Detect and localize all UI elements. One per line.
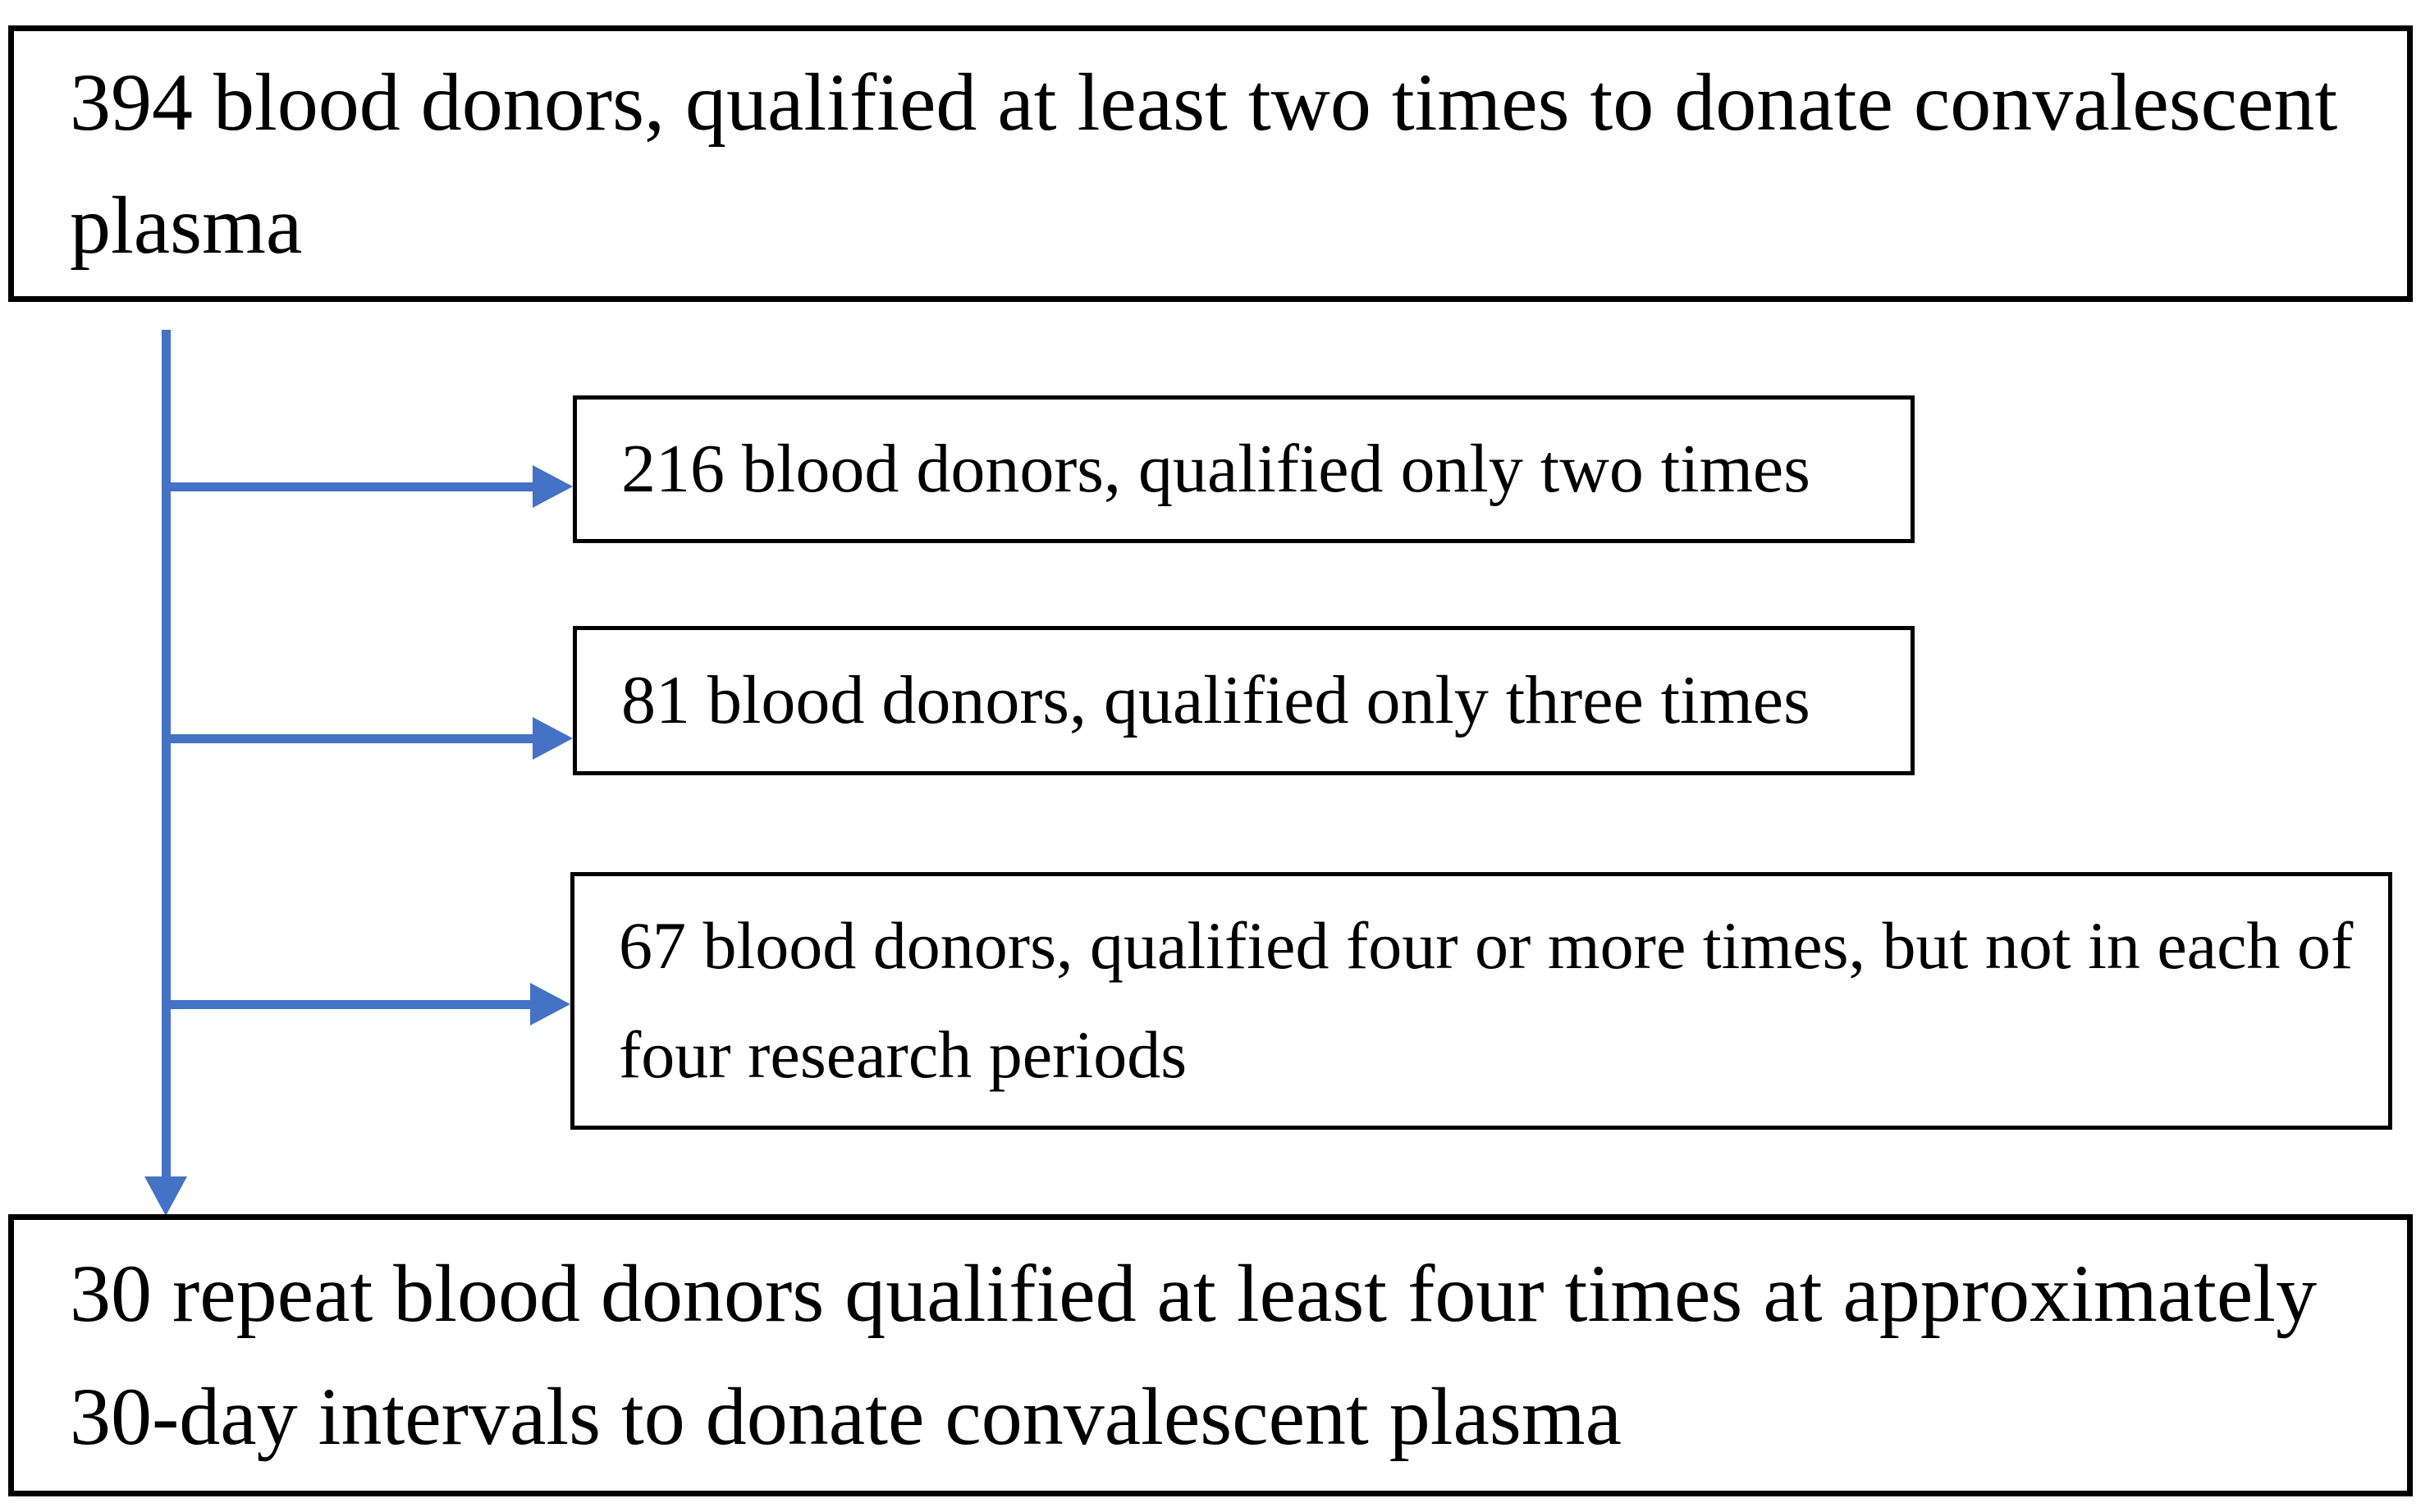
branch-box-qualified-four-or-more: 67 blood donors, qualified four or more … [570, 872, 2392, 1130]
branch-box-qualified-three-times: 81 blood donors, qualified only three ti… [573, 626, 1915, 775]
result-box: 30 repeat blood donors qualified at leas… [8, 1214, 2413, 1496]
branch-connector-line-3 [162, 1000, 530, 1009]
result-box-text: 30 repeat blood donors qualified at leas… [70, 1248, 2318, 1462]
right-arrowhead-icon-3 [530, 983, 570, 1026]
down-arrowhead-icon [144, 1176, 187, 1216]
branch-connector-line-2 [162, 734, 533, 743]
source-box: 394 blood donors, qualified at least two… [8, 25, 2413, 302]
trunk-connector-line [162, 330, 171, 1180]
branch-box-2-text: 81 blood donors, qualified only three ti… [621, 661, 1810, 738]
branch-box-3-text: 67 blood donors, qualified four or more … [619, 908, 2354, 1092]
branch-connector-line-1 [162, 482, 533, 491]
right-arrowhead-icon-2 [533, 717, 573, 760]
branch-box-qualified-two-times: 216 blood donors, qualified only two tim… [573, 395, 1915, 543]
branch-box-1-text: 216 blood donors, qualified only two tim… [621, 430, 1810, 507]
source-box-text: 394 blood donors, qualified at least two… [70, 56, 2338, 271]
right-arrowhead-icon-1 [533, 465, 573, 508]
